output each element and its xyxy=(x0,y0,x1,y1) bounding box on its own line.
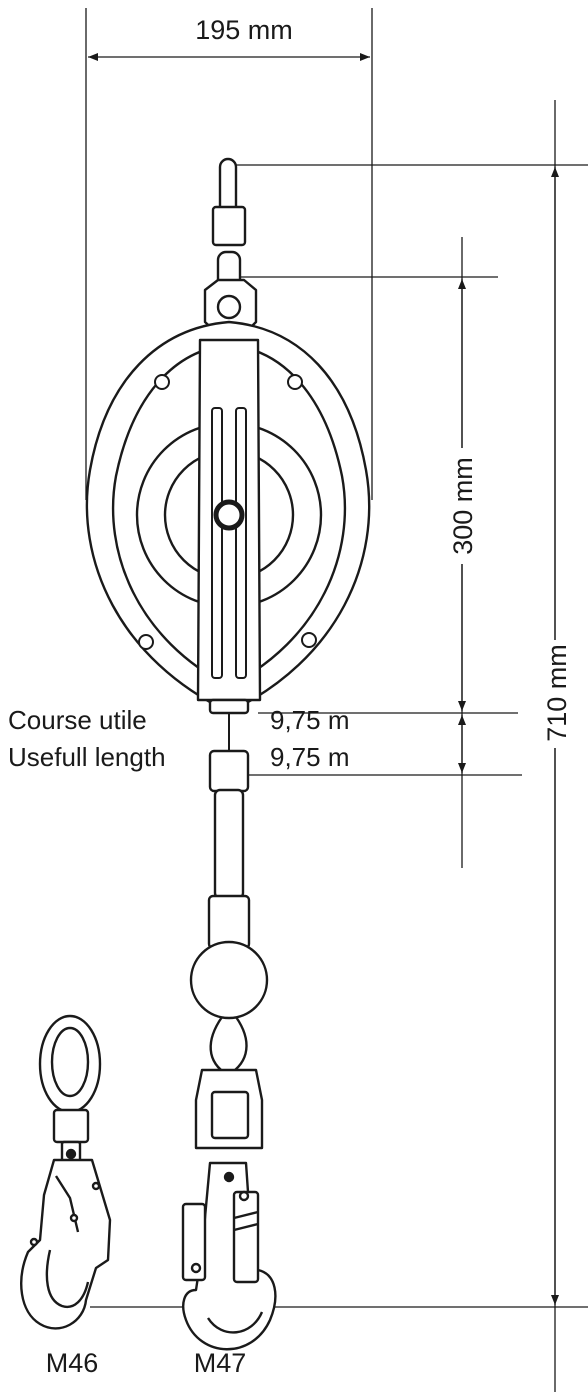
total-height-label-bg xyxy=(540,640,570,748)
useful-length-value-en: 9,75 m xyxy=(270,742,350,772)
handle-grooves xyxy=(211,407,247,679)
dimension-useful-length xyxy=(242,715,522,776)
handle-center-bolt xyxy=(213,499,245,531)
rope-loop xyxy=(209,1016,248,1077)
body-height-label: 300 mm xyxy=(448,457,478,555)
hook-m47-label: M47 xyxy=(194,1348,247,1378)
width-label: 195 mm xyxy=(195,15,293,45)
total-height-label: 710 mm xyxy=(542,644,572,742)
body-height-label-bg xyxy=(446,448,478,564)
shock-absorber xyxy=(213,788,245,900)
hook-m47 xyxy=(181,1068,277,1351)
hook-m46-label: M46 xyxy=(46,1348,99,1378)
retractable-device xyxy=(85,157,371,1351)
useful-length-label-en: Usefull length xyxy=(8,742,166,772)
useful-length-label-fr: Course utile xyxy=(8,705,147,735)
swivel-housing xyxy=(207,894,251,950)
cable-exit xyxy=(208,698,250,715)
dimension-width xyxy=(85,8,373,500)
useful-length-value-fr: 9,75 m xyxy=(270,705,350,735)
shell-screws xyxy=(138,374,317,650)
swivel-ball xyxy=(189,940,269,1020)
cable-ferrule xyxy=(208,749,250,793)
hook-m46 xyxy=(20,1014,112,1330)
